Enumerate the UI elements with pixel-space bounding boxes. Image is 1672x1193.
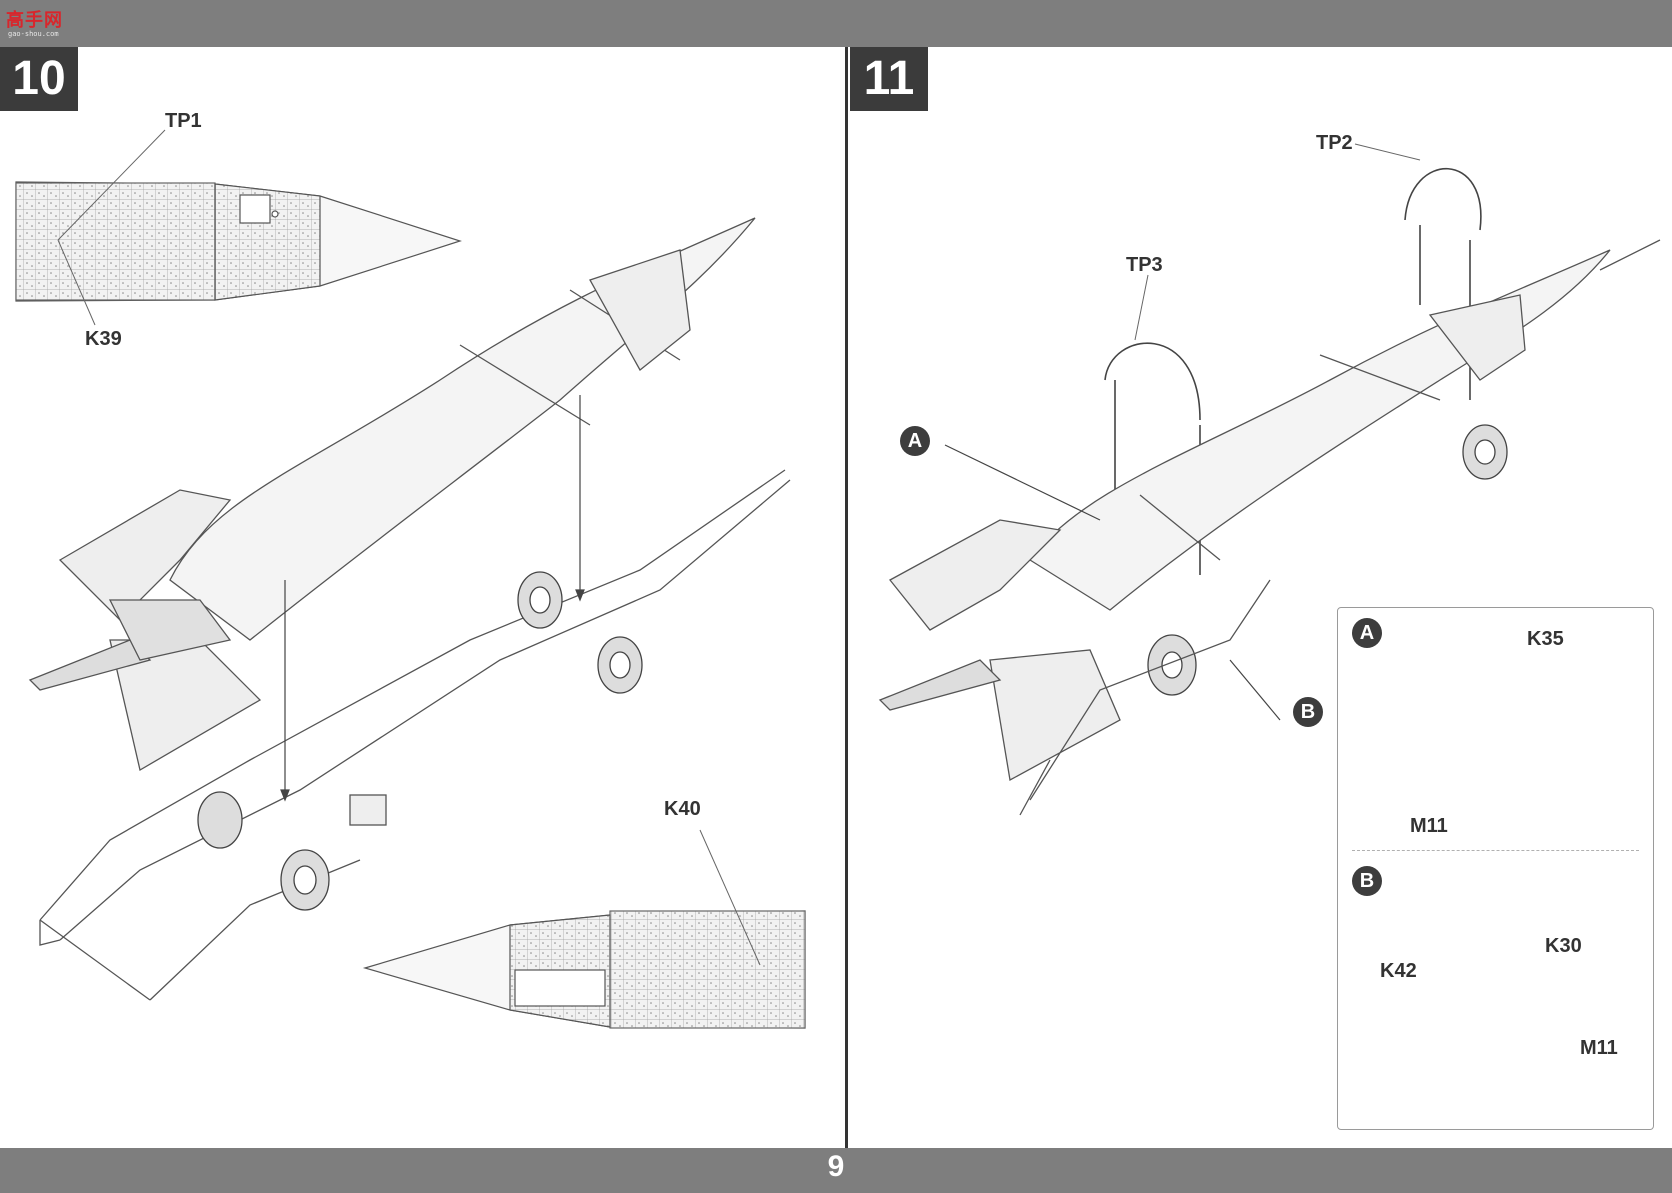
rocket-step-11 [878,249,1611,782]
site-logo: 高手网 gao-shou.com [6,6,70,40]
callout-tp1: TP1 [165,110,202,132]
detail-label-m11-b: M11 [1580,1037,1618,1059]
detail-badge-a: A [1352,618,1382,648]
rocket-step-10 [28,217,756,772]
callout-badge-b: B [1293,697,1323,727]
trailer-wheels-step-11 [1147,424,1508,696]
nose-detail-top [15,181,462,302]
detail-panel-separator [1352,850,1639,851]
detail-label-k42: K42 [1380,960,1417,982]
step-10-number: 10 [0,47,78,111]
callout-k40: K40 [664,798,701,820]
detail-badge-b: B [1352,866,1382,896]
detail-label-k30: K30 [1545,935,1582,957]
logo-subtext: gao-shou.com [8,30,59,38]
nose-detail-bottom [362,910,806,1029]
panel-divider [845,47,848,1148]
callout-badge-a: A [900,426,930,456]
detail-panel [1337,607,1654,1130]
detail-label-m11-a: M11 [1410,815,1448,837]
detail-label-k35: K35 [1527,628,1564,650]
trailer-wheels-step-10 [197,571,643,911]
bottom-bar [0,1148,1672,1193]
callout-tp3: TP3 [1126,254,1163,276]
step-11-number: 11 [850,47,928,111]
callout-tp2: TP2 [1316,132,1353,154]
logo-text: 高手网 [6,10,63,31]
callout-k39: K39 [85,328,122,350]
top-bar: 高手网 gao-shou.com [0,0,1672,47]
page-number: 9 [827,1150,845,1183]
